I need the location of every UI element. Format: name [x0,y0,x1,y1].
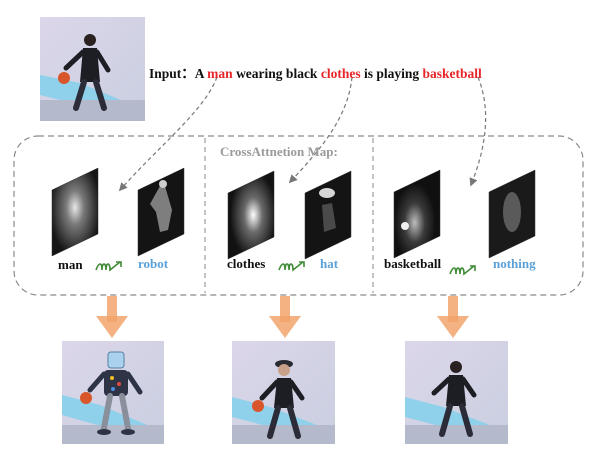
attention-map-robot [137,167,185,257]
down-arrow-icon [96,296,128,338]
attention-map-nothing [488,169,536,259]
input-prefix: Input： [149,66,195,81]
source-word-basketball: basketball [384,256,442,271]
attention-map-basketball [393,169,441,259]
squiggle-arrow-icon [95,261,122,272]
caption-keyword-man: man [207,66,233,81]
attention-map-clothes [227,170,275,260]
source-word-man: man [58,257,83,272]
output-photo-hat [232,341,335,444]
down-arrow-icon [269,296,301,338]
target-word-robot: robot [138,256,169,271]
squiggle-arrow-icon [449,265,476,276]
input-caption: Input：A man wearing black clothes is pla… [149,62,482,82]
source-word-clothes: clothes [227,256,266,271]
target-word-nothing: nothing [493,256,536,271]
caption-segment: A [194,66,208,81]
caption-keyword-clothes: clothes [320,66,361,81]
caption-keyword-basketball: basketball [422,66,482,81]
input-photo [40,17,145,121]
caption-segment: wearing black [232,66,321,81]
attention-map-man [51,167,99,257]
output-photo-robot [62,341,164,444]
caption-segment: is playing [360,66,423,81]
output-photo-nothing [405,341,508,444]
down-arrow-icon [437,296,469,338]
attention-map-frame [13,135,584,296]
attention-map-hat [304,170,352,260]
dashed-arrow-icon [469,76,487,187]
dashed-arrow-icon [288,76,353,184]
squiggle-arrow-icon [278,261,305,272]
attention-map-title: CrossAttnetion Map: [220,144,338,159]
dashed-arrow-icon [118,76,218,192]
target-word-hat: hat [320,256,339,271]
